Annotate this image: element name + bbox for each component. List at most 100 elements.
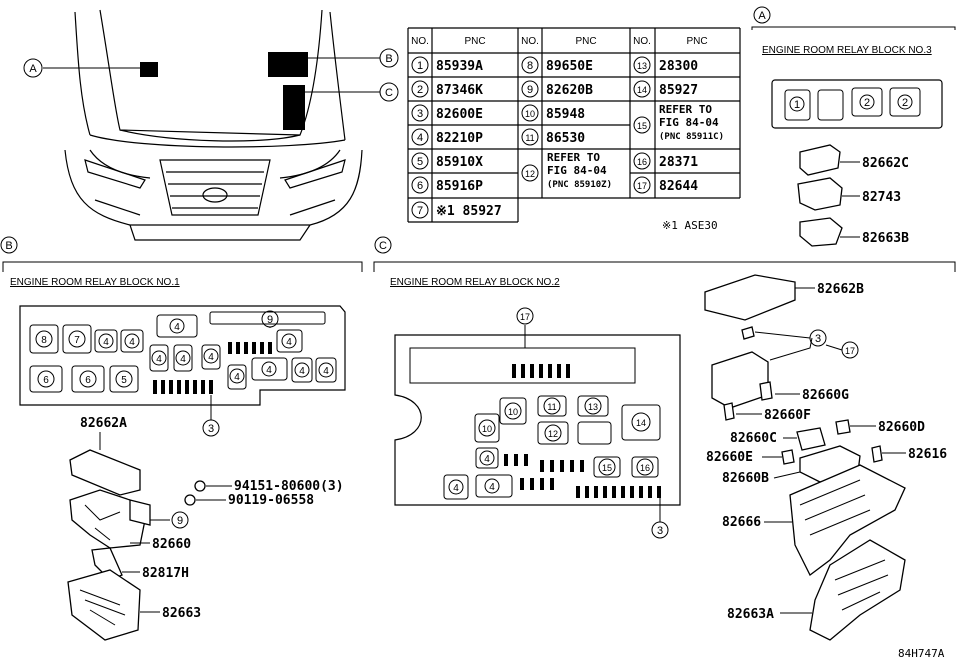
b-slot-4: 4 [208, 352, 214, 363]
b-slot-4: 4 [266, 365, 272, 376]
part-94151-nut [194, 480, 206, 492]
c-callout-17b: 17 [845, 346, 855, 356]
row-pnc: 82210P [436, 131, 483, 146]
part-label-82662a: 82662A [80, 416, 127, 431]
c-slot-10: 10 [508, 407, 518, 417]
row-no: 15 [637, 121, 647, 131]
part-82660c [796, 427, 826, 451]
header-no-3: NO. [633, 36, 651, 47]
part-label-82663b: 82663B [862, 231, 909, 246]
row-no: 11 [525, 133, 534, 143]
pnc-table: NO. PNC NO. PNC NO. PNC 1 85939A 2 87346… [407, 27, 741, 232]
row-pnc: 85910X [436, 155, 483, 170]
part-82644-relay [711, 351, 769, 409]
b-slot-4: 4 [234, 372, 240, 383]
b-slot-6: 6 [85, 375, 91, 386]
b-slot-4: 4 [286, 337, 292, 348]
part-82743 [797, 177, 843, 211]
row-no: 13 [637, 61, 647, 71]
c-slot-4: 4 [489, 482, 495, 493]
c-slot-10: 10 [482, 424, 492, 434]
c-slot-4: 4 [453, 483, 459, 494]
table-col-2: 8 89650E 9 82620B 10 85948 11 86530 12 R… [521, 56, 612, 190]
row-no: 1 [417, 60, 423, 72]
relay-block-a-location [140, 62, 158, 77]
part-82663b [799, 217, 843, 247]
b-callout-3: 3 [208, 423, 214, 435]
part-82660 [69, 489, 146, 549]
row-pnc-line: FIG 84-04 [659, 116, 719, 129]
row-no: 3 [417, 108, 423, 120]
row-pnc-line: REFER TO [547, 151, 600, 164]
relay-block-no1-view: B ENGINE ROOM RELAY BLOCK NO.1 8 7 [0, 236, 363, 641]
block3-slot-2b: 2 [902, 97, 908, 109]
row-pnc: 86530 [546, 131, 585, 146]
row-no: 9 [527, 84, 533, 96]
header-no-2: NO. [521, 36, 539, 47]
c-callout-3: 3 [657, 525, 663, 537]
callout-b-label: B [385, 53, 392, 65]
part-82660d [835, 419, 851, 435]
b-slot-6: 6 [43, 375, 49, 386]
row-pnc: 85939A [436, 59, 483, 74]
c-slot-11: 11 [547, 402, 556, 412]
part-label-82660: 82660 [152, 537, 191, 552]
row-pnc: 28300 [659, 59, 698, 74]
b-fuse-bars [153, 342, 272, 394]
b-callout-9: 9 [267, 314, 273, 326]
part-label-94151: 94151-80600(3) [234, 479, 344, 494]
part-label-82660f: 82660F [764, 408, 811, 423]
part-82662b [704, 274, 796, 321]
header-pnc-2: PNC [575, 36, 596, 47]
part-label-90119: 90119-06558 [228, 493, 314, 508]
figure-code: 84H747A [898, 647, 945, 660]
table-footnote: ※1 ASE30 [662, 219, 718, 232]
header-pnc-3: PNC [686, 36, 707, 47]
row-no: 10 [525, 109, 535, 119]
callout-b-car [379, 48, 399, 68]
c-slot-15: 15 [602, 463, 612, 473]
row-pnc: 89650E [546, 59, 593, 74]
b-slot-7: 7 [74, 335, 80, 346]
part-82660g [759, 381, 773, 401]
row-pnc: 85948 [546, 107, 585, 122]
part-82663 [67, 569, 141, 641]
row-no: 7 [417, 205, 423, 217]
part-82662a [69, 449, 141, 496]
relay-block-no2-view: C ENGINE ROOM RELAY BLOCK NO.2 17 [373, 236, 956, 641]
part-82660e [781, 449, 795, 465]
c-slot-16: 16 [640, 463, 650, 473]
part-90119-bolt [184, 494, 196, 506]
row-pnc: 28371 [659, 155, 698, 170]
b-slot-4: 4 [299, 366, 305, 377]
part-82666 [789, 464, 906, 576]
block1-title: ENGINE ROOM RELAY BLOCK NO.1 [10, 277, 180, 288]
part-label-82660e: 82660E [706, 450, 753, 465]
part-label-82660d: 82660D [878, 420, 925, 435]
c-slot-12: 12 [548, 429, 558, 439]
part-82616 [871, 445, 883, 463]
table-col-3: 13 28300 14 85927 15 REFER TO FIG 84-04 … [633, 56, 724, 194]
part-label-82662b: 82662B [817, 282, 864, 297]
callout-a-label: A [29, 63, 37, 75]
row-pnc-line: REFER TO [659, 103, 712, 116]
view-a-label: A [758, 10, 766, 22]
row-no: 4 [417, 132, 423, 144]
row-pnc: 82600E [436, 107, 483, 122]
row-no: 6 [417, 180, 423, 192]
table-col-1: 1 85939A 2 87346K 3 82600E 4 82210P 5 85… [411, 56, 502, 219]
part-label-82660b: 82660B [722, 471, 769, 486]
b-slot-4: 4 [180, 354, 186, 365]
row-no: 14 [637, 85, 647, 95]
header-pnc-1: PNC [464, 36, 485, 47]
part-label-82662c: 82662C [862, 156, 909, 171]
car-front-illustration [64, 9, 363, 241]
callout-c-car [379, 82, 399, 102]
c-slot-4: 4 [484, 454, 490, 465]
part-82663a [809, 539, 906, 641]
part-82662c [799, 144, 841, 176]
row-pnc: 85916P [436, 179, 483, 194]
b-callout-9b: 9 [177, 515, 183, 527]
part-label-82663a: 82663A [727, 607, 774, 622]
relay-block-no3-view: A ENGINE ROOM RELAY BLOCK NO.3 1 2 2 826… [751, 6, 956, 247]
